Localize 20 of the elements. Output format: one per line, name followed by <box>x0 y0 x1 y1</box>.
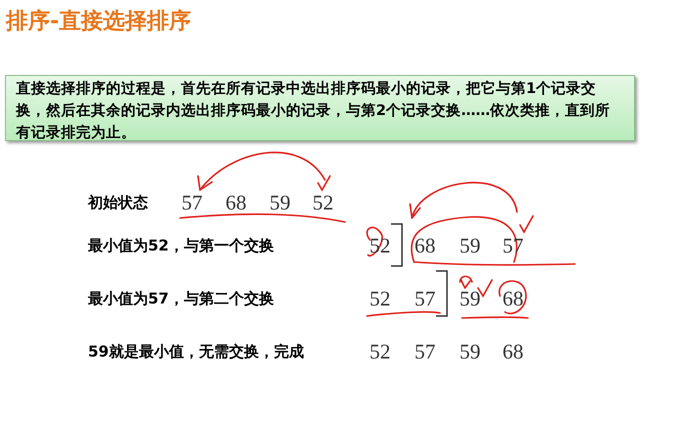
step-label: 最小值为52，与第一个交换 <box>88 236 274 256</box>
key-value: 68 <box>502 286 524 312</box>
key-value: 59 <box>460 340 480 364</box>
key-value: 57 <box>414 286 436 312</box>
key-value: 57 <box>182 190 202 216</box>
key-value: 68 <box>226 190 246 216</box>
key-value: 68 <box>414 234 436 258</box>
key-value: 52 <box>312 190 334 216</box>
slide-title: 排序-直接选择排序 <box>6 8 192 36</box>
description-text: 直接选择排序的过程是，首先在所有记录中选出排序码最小的记录，把它与第1个记录交换，然后在其余的记录内选出排序码最小的记录，与第2个记录交换……依次类推，直到所有记录排完为止。 <box>16 81 610 141</box>
key-value: 59 <box>460 234 480 258</box>
key-value: 59 <box>270 190 290 216</box>
key-value: 57 <box>414 340 436 364</box>
step-label: 最小值为57，与第二个交换 <box>88 290 274 308</box>
step-label: 59就是最小值，无需交换，完成 <box>88 342 304 362</box>
key-value: 59 <box>460 286 480 312</box>
step-label: 初始状态 <box>88 194 148 212</box>
key-value: 52 <box>370 340 390 364</box>
key-value: 68 <box>502 340 524 364</box>
key-value: 52 <box>370 286 390 312</box>
